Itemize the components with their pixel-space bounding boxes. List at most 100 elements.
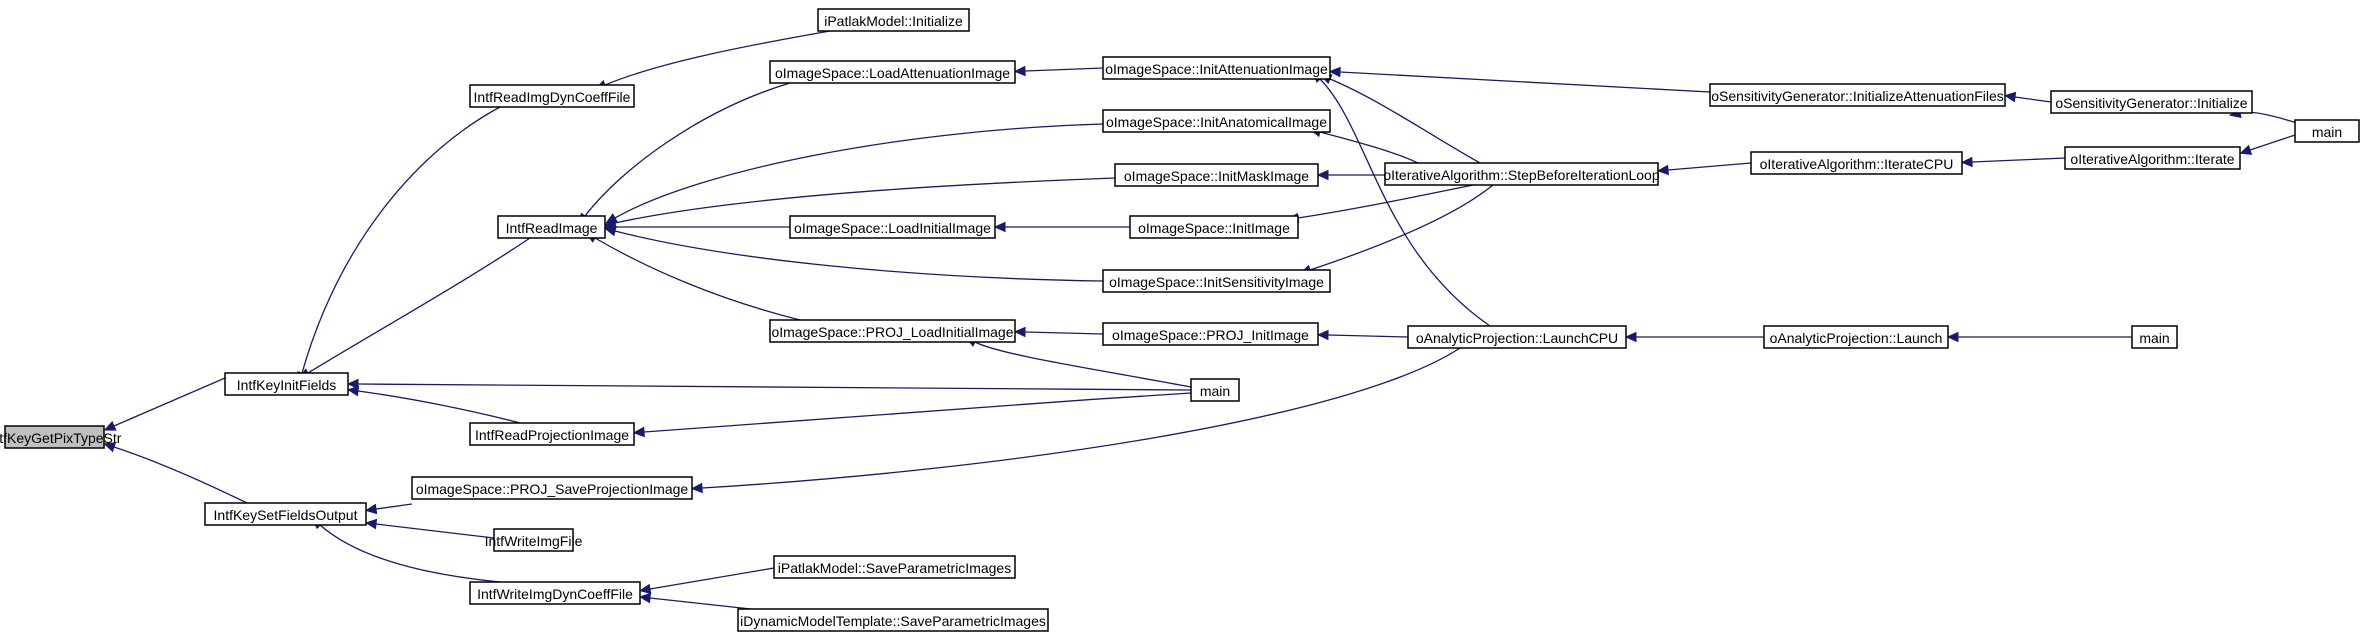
edge-n13-to-n1 — [346, 378, 1192, 391]
function-node[interactable]: IntfReadImgDynCoeffFile — [469, 84, 635, 108]
node-box — [817, 8, 970, 32]
node-box — [769, 319, 1016, 343]
function-node[interactable]: main — [2294, 119, 2360, 143]
edge-n24-to-n16 — [1328, 66, 1711, 93]
function-node[interactable]: oIterativeAlgorithm::StepBeforeIteration… — [1383, 162, 1660, 186]
arrow-head-icon — [1624, 331, 1637, 343]
arrow-head-icon — [638, 583, 652, 595]
function-node[interactable]: oIterativeAlgorithm::Iterate — [2064, 146, 2241, 170]
node-label: main — [1200, 383, 1230, 399]
node-label: main — [2139, 330, 2169, 346]
function-node[interactable]: IntfReadImage — [497, 215, 606, 239]
node-label: oImageSpace::InitAttenuationImage — [1105, 61, 1328, 77]
edge-line — [643, 392, 1192, 433]
node-box — [204, 502, 367, 526]
node-label: oSensitivityGenerator::InitializeAttenua… — [1711, 88, 2004, 104]
function-node[interactable]: IntfWriteImgFile — [485, 528, 583, 552]
edge-line — [649, 567, 775, 590]
function-node[interactable]: oImageSpace::PROJ_LoadInitialImage — [769, 319, 1016, 343]
function-node[interactable]: IntfWriteImgDynCoeffFile — [469, 581, 641, 605]
node-label: oIterativeAlgorithm::StepBeforeIteration… — [1383, 167, 1659, 183]
node-label: IntfKeySetFieldsOutput — [214, 507, 358, 523]
arrow-head-icon — [690, 482, 703, 494]
node-box — [2131, 325, 2178, 349]
node-label: oImageSpace::PROJ_SaveProjectionImage — [416, 481, 689, 497]
node-box — [1102, 322, 1319, 346]
function-node[interactable]: IntfReadProjectionImage — [469, 422, 635, 446]
edge-n5-to-n1 — [346, 385, 521, 424]
node-box — [1114, 163, 1319, 187]
function-node[interactable]: main — [1190, 378, 1240, 402]
edge-n22-to-n16 — [1319, 74, 1481, 164]
edge-line — [1327, 334, 1409, 338]
node-box — [2294, 119, 2360, 143]
edge-n2-to-n0 — [103, 442, 248, 504]
node-box — [469, 84, 635, 108]
edge-n7-to-n2 — [364, 518, 495, 539]
edge-n14-to-n8 — [638, 567, 775, 595]
edge-line — [2014, 96, 2052, 103]
function-node[interactable]: oAnalyticProjection::LaunchCPU — [1407, 325, 1627, 349]
arrow-head-icon — [604, 225, 617, 237]
edge-line — [1319, 131, 1419, 164]
edge-line — [375, 523, 495, 539]
arrow-head-icon — [1946, 331, 1959, 343]
node-box — [1129, 215, 1299, 239]
edge-line — [113, 446, 248, 504]
node-label: iPatlakModel::SaveParametricImages — [778, 560, 1011, 576]
node-label: IntfReadProjectionImage — [475, 427, 629, 443]
edge-n22-to-n18 — [1316, 169, 1385, 181]
edge-line — [614, 177, 1116, 224]
edge-n12-to-n4 — [585, 232, 801, 321]
function-node[interactable]: oSensitivityGenerator::Initialize — [2050, 90, 2253, 114]
function-node[interactable]: oIterativeAlgorithm::IterateCPU — [1750, 151, 1963, 175]
function-node[interactable]: main — [2131, 325, 2178, 349]
node-box — [1384, 162, 1659, 186]
function-node[interactable]: oImageSpace::PROJ_SaveProjectionImage — [411, 476, 693, 500]
function-node[interactable]: iPatlakModel::SaveParametricImages — [773, 555, 1016, 579]
edge-line — [594, 237, 801, 321]
function-node[interactable]: oImageSpace::PROJ_InitImage — [1102, 322, 1319, 346]
edge-line — [584, 82, 791, 217]
edge-line — [2239, 111, 2301, 125]
function-node[interactable]: oImageSpace::LoadAttenuationImage — [769, 60, 1016, 84]
node-box — [2064, 146, 2241, 170]
node-box — [497, 215, 606, 239]
function-node[interactable]: iDynamicModelTemplate::SaveParametricIma… — [737, 608, 1049, 632]
edge-line — [701, 347, 1461, 489]
node-box — [1709, 83, 2006, 107]
function-node[interactable]: oImageSpace::InitImage — [1129, 215, 1299, 239]
edge-n3-to-n1 — [297, 106, 501, 384]
function-node[interactable]: oImageSpace::InitSensitivityImage — [1102, 269, 1331, 293]
function-node[interactable]: IntfKeyInitFields — [224, 372, 349, 396]
edge-n22-to-n20 — [1299, 184, 1494, 275]
root-function-node[interactable]: IntfKeyGetPixTypeStr — [0, 425, 122, 449]
edge-line — [113, 377, 226, 427]
edge-line — [1971, 157, 2066, 163]
function-node[interactable]: IntfKeySetFieldsOutput — [204, 502, 367, 526]
node-box — [469, 581, 641, 605]
arrow-head-icon — [346, 385, 360, 397]
edge-n27-to-n24 — [2003, 91, 2052, 103]
edge-n28-to-n25 — [1960, 156, 2066, 168]
function-node[interactable]: oImageSpace::InitAnatomicalImage — [1102, 109, 1331, 133]
function-node[interactable]: oImageSpace::InitAttenuationImage — [1102, 56, 1331, 80]
node-box — [769, 60, 1016, 84]
function-node[interactable]: oAnalyticProjection::Launch — [1763, 325, 1949, 349]
edge-line — [357, 390, 521, 424]
function-node[interactable]: iPatlakModel::Initialize — [817, 8, 970, 32]
arrow-head-icon — [1013, 65, 1026, 77]
edge-n16-to-n10 — [1013, 65, 1104, 77]
edge-line — [375, 503, 413, 510]
node-box — [1102, 109, 1331, 133]
node-label: oImageSpace::InitSensitivityImage — [1109, 274, 1324, 290]
edge-n15-to-n8 — [638, 592, 761, 611]
function-node[interactable]: oImageSpace::InitMaskImage — [1114, 163, 1319, 187]
function-node[interactable]: oImageSpace::LoadInitialImage — [789, 215, 996, 239]
arrow-head-icon — [1656, 164, 1669, 176]
function-node[interactable]: oSensitivityGenerator::InitializeAttenua… — [1709, 83, 2006, 107]
node-label: oSensitivityGenerator::Initialize — [2055, 95, 2247, 111]
node-label: main — [2312, 124, 2342, 140]
node-label: iPatlakModel::Initialize — [824, 13, 963, 29]
